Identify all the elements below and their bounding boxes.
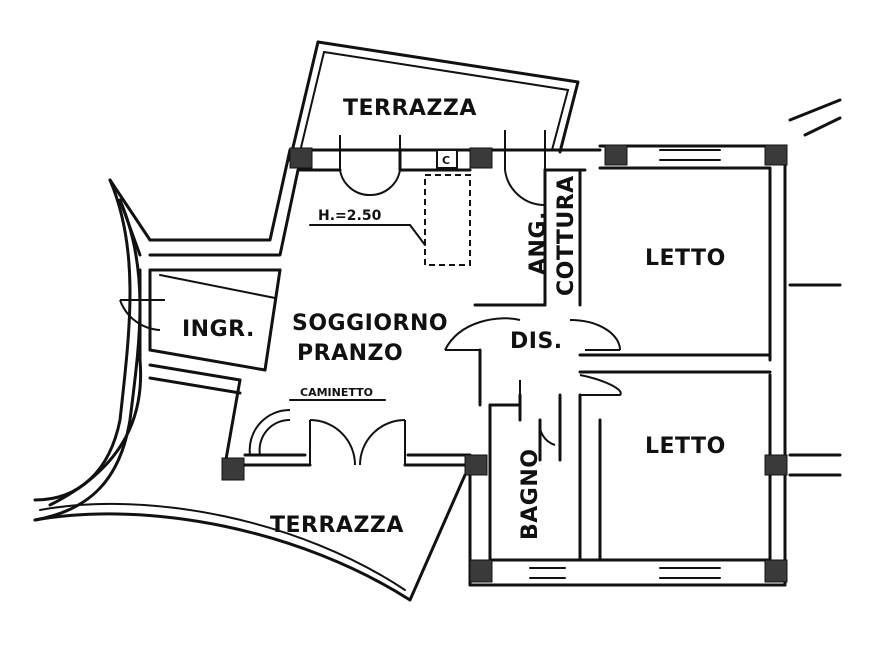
pillar — [464, 454, 488, 476]
terrace-bottom-outline — [33, 453, 472, 602]
pillars — [221, 144, 788, 583]
label-letto-top: LETTO — [645, 246, 726, 271]
box-c — [436, 149, 458, 169]
pillar — [764, 559, 788, 583]
height-leader — [309, 224, 426, 246]
label-ang: ANG. — [526, 211, 551, 275]
pillar — [289, 147, 313, 169]
label-caminetto: CAMINETTO — [300, 386, 373, 399]
pillar — [469, 147, 493, 169]
label-terrazza-bottom: TERRAZZA — [270, 513, 404, 538]
pillar — [469, 559, 493, 583]
label-ingr: INGR. — [182, 317, 255, 342]
label-height-note: H.=2.50 — [318, 208, 382, 224]
label-dis: DIS. — [510, 329, 563, 354]
interior-walls — [473, 168, 772, 562]
fireplace — [248, 399, 386, 456]
dashed-fixture — [424, 174, 471, 266]
label-letto-bottom: LETTO — [645, 434, 726, 459]
pillar — [221, 457, 245, 481]
pillar — [764, 454, 788, 476]
side-windows — [788, 98, 842, 477]
doors — [119, 130, 622, 466]
label-terrazza-top: TERRAZZA — [343, 96, 477, 121]
label-box-c: C — [442, 154, 450, 167]
label-bagno: BAGNO — [518, 449, 543, 540]
pillar — [604, 144, 628, 166]
label-pranzo: PRANZO — [297, 341, 403, 366]
pillar — [764, 144, 788, 166]
entrance-wing — [33, 148, 300, 522]
label-cottura: COTTURA — [554, 175, 579, 296]
label-soggiorno: SOGGIORNO — [292, 311, 448, 336]
terrace-top-outline — [288, 40, 580, 162]
